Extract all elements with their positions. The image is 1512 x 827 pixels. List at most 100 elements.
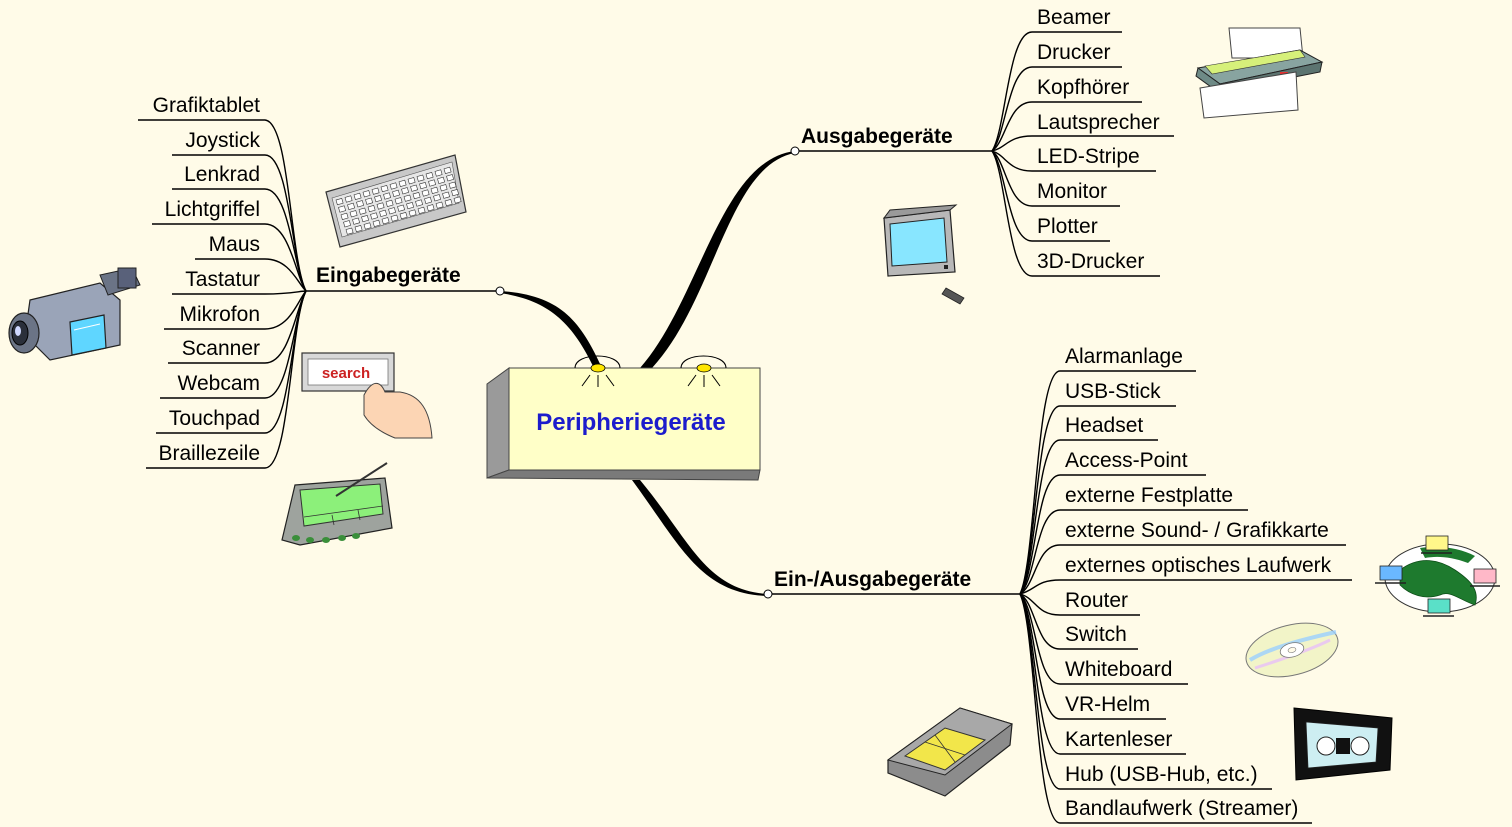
svg-text:Router: Router [1065, 589, 1128, 612]
svg-text:Drucker: Drucker [1037, 41, 1111, 64]
leaf-item: Drucker [991, 41, 1122, 152]
keyboard-key [443, 166, 452, 174]
keyboard-key [448, 181, 457, 189]
center-box [508, 367, 761, 471]
keyboard-key [353, 192, 362, 200]
leaf-item: Tastatur [172, 268, 307, 295]
keyboard-key [401, 187, 410, 195]
svg-text:Scanner: Scanner [182, 337, 260, 360]
lamp-icon [680, 355, 727, 387]
svg-text:Tastatur: Tastatur [185, 268, 260, 291]
center-title: Peripheriegeräte [536, 409, 725, 436]
svg-text:LED-Stripe: LED-Stripe [1037, 145, 1140, 168]
svg-text:Braillezeile: Braillezeile [158, 442, 260, 465]
keyboard-key [417, 206, 426, 214]
trunk-ausgabe [640, 151, 795, 368]
keyboard-key [446, 174, 455, 182]
node-ausgabe [790, 146, 800, 156]
leaf-item: Mikrofon [164, 290, 307, 330]
svg-text:Kopfhörer: Kopfhörer [1037, 76, 1129, 99]
svg-text:Lichtgriffel: Lichtgriffel [165, 198, 260, 221]
svg-text:Lautsprecher: Lautsprecher [1037, 111, 1160, 134]
node-einaus [763, 589, 773, 599]
svg-text:search: search [322, 365, 370, 382]
keyboard-key [425, 171, 434, 180]
svg-text:3D-Drucker: 3D-Drucker [1037, 250, 1144, 273]
keyboard-key [415, 199, 424, 207]
leaf-item: Braillezeile [146, 290, 307, 469]
graphics-tablet-icon [281, 462, 393, 546]
keyboard-key [437, 176, 446, 184]
search-button [307, 358, 389, 386]
keyboard-key [345, 227, 354, 235]
keyboard-key [407, 177, 416, 185]
svg-text:externes optisches Laufwerk: externes optisches Laufwerk [1065, 554, 1332, 577]
keyboard-key [356, 200, 365, 208]
leaf-item: USB-Stick [1019, 380, 1176, 595]
leaf-item: Switch [1019, 593, 1138, 650]
keyboard-key [372, 219, 381, 227]
keyboard-key [433, 194, 442, 202]
keyboard-key [439, 184, 448, 192]
keyboard-key [389, 182, 398, 190]
svg-text:Touchpad: Touchpad [169, 407, 260, 430]
keyboard-key [354, 224, 363, 233]
keyboard-key [403, 194, 412, 202]
printer-icon [1195, 27, 1324, 119]
center-node: Peripheriegeräte [486, 355, 761, 481]
keyboard-key [385, 199, 394, 207]
keyboard-key [367, 204, 376, 213]
keyboard-key [379, 209, 388, 217]
leaf-item: externe Festplatte [1019, 484, 1248, 595]
lamp-icon [574, 355, 621, 387]
television-icon [882, 204, 965, 305]
leaf-item: Router [1019, 589, 1140, 616]
leaf-item: 3D-Drucker [991, 150, 1160, 277]
node-eingabe [495, 286, 505, 296]
leaf-item: Headset [1019, 414, 1158, 595]
trunk-einaus [632, 480, 768, 596]
keyboard-key [421, 189, 430, 197]
keyboard-key [416, 174, 425, 182]
keyboard-key [338, 205, 347, 213]
leaf-item: LED-Stripe [991, 145, 1156, 172]
leaf-item: externe Sound- / Grafikkarte [1019, 519, 1346, 595]
keyboard-key [380, 184, 389, 193]
keyboard-key [398, 179, 407, 187]
svg-text:Bandlaufwerk (Streamer): Bandlaufwerk (Streamer) [1065, 797, 1298, 820]
keyboard-key [340, 212, 349, 220]
leaf-item: Grafiktablet [138, 94, 307, 292]
eingabe-items: Grafiktablet Joystick Lenkrad Lichtgriff… [138, 94, 307, 469]
keyboard-key [428, 179, 437, 187]
keyboard-key [392, 189, 401, 197]
keyboard-key [419, 181, 428, 190]
svg-text:Plotter: Plotter [1037, 215, 1098, 238]
keyboard-key [394, 197, 403, 205]
keyboard-key [363, 222, 372, 230]
keyboard-key [376, 202, 385, 210]
keyboard-key [344, 195, 353, 203]
keyboard-key [451, 188, 460, 197]
svg-text:USB-Stick: USB-Stick [1065, 380, 1161, 403]
leaf-item: externes optisches Laufwerk [1019, 554, 1352, 595]
keyboard-key [335, 197, 344, 206]
cd-disc-icon [1245, 622, 1339, 678]
video-cassette-icon [1293, 707, 1393, 781]
svg-text:Whiteboard: Whiteboard [1065, 658, 1172, 681]
svg-text:Beamer: Beamer [1037, 6, 1111, 29]
keyboard-key [349, 210, 358, 218]
leaf-item: VR-Helm [1019, 593, 1166, 720]
einaus-items: Alarmanlage USB-Stick Headset Access-Poi… [1019, 345, 1352, 824]
camcorder-icon [8, 267, 141, 361]
memory-card-icon [886, 707, 1014, 797]
keyboard-key [424, 196, 433, 204]
leaf-item: Plotter [991, 150, 1110, 242]
keyboard-key [362, 190, 371, 198]
svg-text:Monitor: Monitor [1037, 180, 1107, 203]
svg-text:Lenkrad: Lenkrad [184, 163, 260, 186]
leaf-item: Bandlaufwerk (Streamer) [1019, 593, 1312, 824]
svg-text:Alarmanlage: Alarmanlage [1065, 345, 1183, 368]
svg-text:Webcam: Webcam [178, 372, 260, 395]
keyboard-icon [325, 154, 467, 248]
